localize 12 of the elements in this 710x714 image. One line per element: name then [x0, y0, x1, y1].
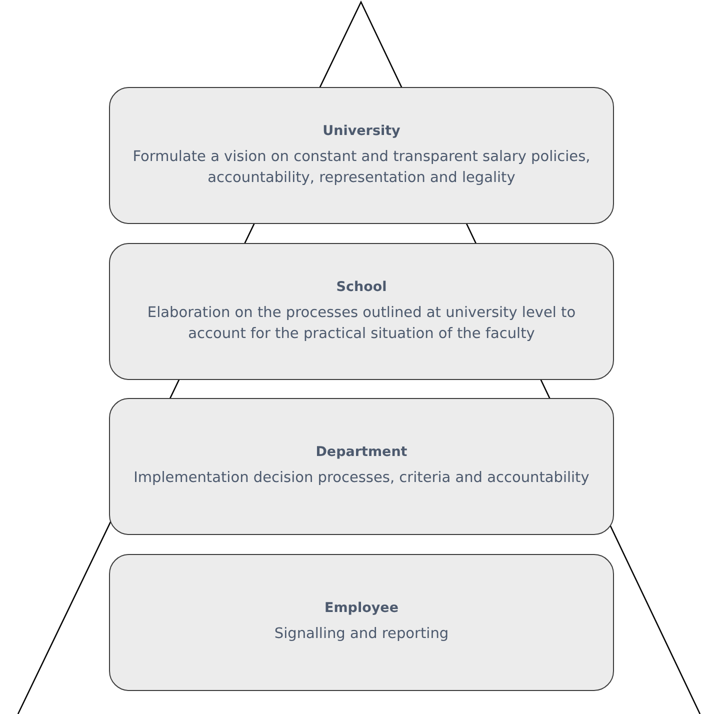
level-description: Implementation decision processes, criteria and accountability — [134, 469, 590, 488]
level-box — [109, 243, 614, 380]
level-box — [109, 554, 614, 691]
level-box — [109, 398, 614, 535]
level-box — [109, 87, 614, 224]
level-title: University — [322, 123, 400, 140]
level-title: Employee — [324, 600, 398, 616]
level-description: Formulate a vision on constant and transparent salary policies, accountability, representation and legality — [132, 148, 592, 188]
level-title: Department — [316, 444, 408, 460]
level-description: Elaboration on the processes outlined at university level to account for the practical situation of the faculty — [146, 304, 577, 344]
level-title: School — [336, 279, 387, 296]
level-description: Signalling and reporting — [274, 625, 449, 644]
